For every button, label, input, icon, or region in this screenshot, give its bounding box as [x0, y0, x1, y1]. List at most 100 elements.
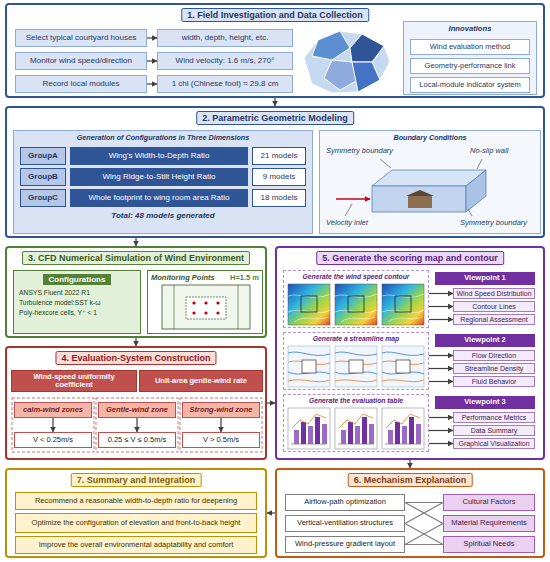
- process-box: Recommend a reasonable width-to-depth ra…: [15, 492, 257, 510]
- annotation-label: No-slip wall: [470, 146, 508, 155]
- box-label: Innovations: [404, 22, 536, 33]
- process-box: Monitor wind speed/direction: [15, 52, 147, 70]
- flow-arrow: [405, 503, 443, 524]
- section-panel: Generate the wind speed contourViewpoint…: [275, 246, 545, 460]
- flow-arrow: [220, 418, 221, 432]
- box-label: 0.25 ≤ V ≤ 0.5m/s: [108, 436, 167, 444]
- section-title: 5. Generate the scoring map and contour: [316, 251, 504, 265]
- process-box: ConfigurationsANSYS Fluent 2022 R1Turbul…: [13, 270, 141, 334]
- box-label: Generate a streamline map: [284, 333, 428, 342]
- flow-arrow: [429, 355, 453, 356]
- map-region: [350, 34, 384, 62]
- process-box: GroupC: [20, 189, 66, 207]
- section-panel: Recommend a reasonable width-to-depth ra…: [5, 468, 267, 558]
- process-box: Record local modules: [15, 75, 147, 93]
- box-label: Turbulence model:SST k-ω: [14, 298, 140, 308]
- flow-arrow: [147, 60, 157, 61]
- process-box: Viewpoint 3: [435, 396, 535, 409]
- flow-arrow: [135, 238, 136, 246]
- box-label: Gentle-wind zone: [106, 406, 168, 414]
- process-box: Improve the overall environmental adapta…: [15, 536, 257, 554]
- box-label: Select typical courtyard houses: [26, 34, 137, 43]
- box-label: Local-module indicator system: [419, 81, 520, 89]
- process-box: Streamline Density: [453, 363, 535, 374]
- process-box: 9 models: [252, 168, 306, 186]
- process-box: Data Summary: [453, 425, 535, 436]
- process-box: Cultural Factors: [443, 494, 535, 511]
- process-box: Generate the wind speed contour: [283, 270, 429, 328]
- process-box: Geometry-performance link: [410, 58, 530, 74]
- leader-line: [345, 204, 352, 216]
- process-box: 21 models: [252, 147, 306, 165]
- panel-ground: [320, 131, 540, 233]
- process-box: Boundary ConditionsSymmetry boundary No-s…: [319, 130, 541, 234]
- process-box: Regional Assessment: [453, 314, 535, 325]
- box-label: Geometry-performance link: [425, 62, 516, 70]
- annotation-label: Total: 48 models generated: [14, 211, 312, 220]
- box-label: V > 0.5m/s: [203, 436, 239, 444]
- process-box: GroupB: [20, 168, 66, 186]
- box-label: Flow Direction: [472, 352, 516, 360]
- process-box: calm-wind zones: [14, 402, 92, 418]
- monitor-point: [204, 301, 207, 304]
- section-title: 6. Mechanism Explanation: [348, 473, 473, 487]
- flow-arrow: [429, 293, 453, 294]
- process-box: Wind evaluation method: [410, 39, 530, 55]
- zone-group: [12, 398, 94, 452]
- domain-model: [320, 131, 540, 233]
- box-label: Improve the overall environmental adapta…: [39, 541, 234, 549]
- flow-arrow: [147, 37, 157, 38]
- flow-arrow: [135, 338, 136, 346]
- box-label: Strong-wind zone: [190, 406, 253, 414]
- monitor-point: [216, 311, 219, 314]
- box-label: Unit-area gentle-wind rate: [155, 377, 247, 385]
- evaluation-chart: [382, 408, 424, 449]
- flow-arrow: [409, 460, 410, 468]
- evaluation-chart: [335, 408, 377, 449]
- box-label: Wind Speed Distribution: [456, 290, 531, 298]
- flow-arrow: [429, 443, 453, 444]
- box-label: Wind-speed uniformity coefficient: [14, 373, 134, 390]
- box-label: GroupC: [28, 194, 58, 203]
- process-box: Wind-speed uniformity coefficient: [11, 370, 137, 392]
- box-label: Wing Ridge-to-Stilt Height Ratio: [103, 173, 216, 182]
- plan-wall: [238, 285, 239, 329]
- box-label: Optimize the configuration of elevation …: [32, 519, 241, 527]
- process-box: Unit-area gentle-wind rate: [139, 370, 263, 392]
- box-label: Fluid Behavior: [472, 378, 517, 386]
- process-box: Vertical-ventilation structures: [285, 515, 405, 532]
- box-label: Boundary Conditions: [320, 131, 540, 142]
- evaluation-chart: [288, 408, 330, 449]
- contour-map: [382, 284, 424, 325]
- process-box: Flow Direction: [453, 350, 535, 361]
- box-label: Airflow-path optimization: [304, 498, 386, 506]
- section-title: 1. Field Investigation and Data Collecti…: [181, 8, 369, 22]
- annotation-label: Symmetry boundary: [326, 146, 393, 155]
- process-box: Monitoring PointsH=1.5 m: [147, 270, 263, 334]
- floor-plan: [162, 285, 250, 329]
- map-region: [352, 62, 380, 92]
- section-panel: ConfigurationsANSYS Fluent 2022 R1Turbul…: [5, 246, 267, 338]
- box-label: Generation of Configurations in Three Di…: [14, 131, 312, 142]
- box-label: Cultural Factors: [463, 498, 516, 506]
- box-label: Recommend a reasonable width-to-depth ra…: [35, 497, 237, 505]
- box-label: ANSYS Fluent 2022 R1: [14, 288, 140, 298]
- zone-group: [96, 398, 178, 452]
- process-box: Graphical Visualization: [453, 438, 535, 449]
- box-label: Spiritual Needs: [464, 540, 515, 548]
- box-label: Data Summary: [471, 427, 518, 435]
- process-box: Generate a streamline map: [283, 332, 429, 390]
- streamline-map: [382, 346, 424, 387]
- box-label: calm-wind zones: [23, 406, 83, 414]
- inlet-arrow: [336, 198, 370, 200]
- flow-arrow: [405, 502, 443, 503]
- box-label: width, depth, height, etc.: [182, 34, 269, 43]
- box-label: Generate the wind speed contour: [284, 271, 428, 280]
- box-label: Viewpoint 3: [464, 398, 506, 406]
- leader-line: [468, 209, 472, 216]
- flow-arrow: [136, 418, 137, 432]
- flow-arrow: [429, 430, 453, 431]
- section-title: 2. Parametric Geometric Modeling: [196, 111, 354, 125]
- box-label: Whole footprint to wing room area Ratio: [89, 194, 230, 203]
